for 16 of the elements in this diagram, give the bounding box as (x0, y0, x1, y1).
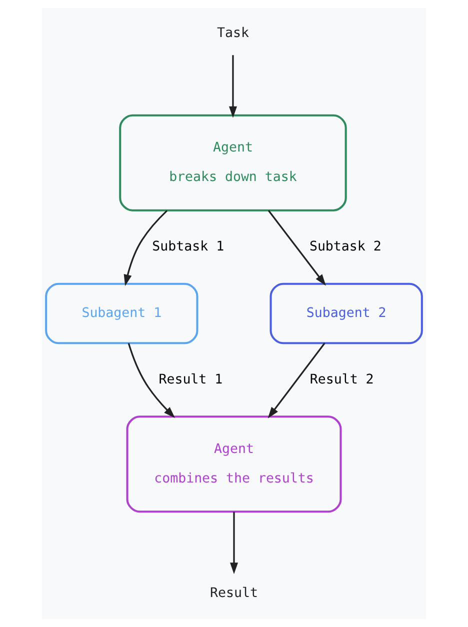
arrow (268, 342, 326, 418)
node-box: Subagent 1 (45, 282, 198, 344)
arrow (230, 512, 238, 574)
node-box: Agent breaks down task (119, 114, 347, 212)
edge-label: Subtask 2 (309, 240, 382, 255)
arrow (124, 210, 168, 286)
node-text: Result (210, 586, 258, 601)
edge-label: Result 2 (310, 372, 374, 388)
arrow (228, 55, 237, 118)
arrow (128, 343, 176, 418)
edge-label: Subtask 1 (152, 240, 224, 255)
arrow (268, 210, 326, 286)
node-text: Task (217, 26, 249, 42)
node-box: Agent combines the results (126, 416, 342, 513)
node-box: Subagent 2 (270, 282, 423, 344)
edge-label: Result 1 (158, 372, 223, 388)
